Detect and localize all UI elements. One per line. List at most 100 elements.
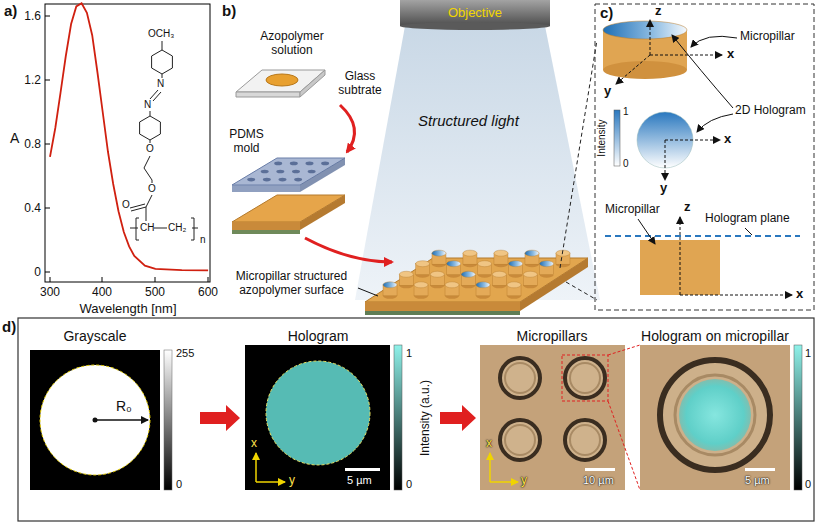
fabrication-illustration-part-part (292, 170, 300, 174)
workflow-images-part (608, 345, 640, 355)
figure-label: 2D Hologram (735, 104, 806, 118)
absorbance-plot-part (50, 3, 208, 270)
absorbance-plot-part (155, 277, 156, 282)
chemical-structure-part (154, 228, 167, 229)
fabrication-illustration-part-part (294, 178, 302, 182)
chemical-structure-part (140, 116, 161, 140)
figure-label: x (486, 437, 492, 451)
fabrication-illustration-part-part (461, 271, 475, 277)
fabrication-illustration-part (365, 311, 520, 315)
workflow-images-part (640, 345, 790, 490)
fabrication-illustration-part (236, 70, 325, 92)
figure-label: x (251, 437, 257, 451)
absorbance-plot-part (102, 277, 103, 282)
figure-label: 0 (34, 266, 41, 280)
workflow-images-part-part (500, 420, 540, 460)
figure-label: y (660, 181, 667, 196)
figure-label: Intensity (a.u.) (419, 380, 433, 456)
figure-label: O (146, 143, 154, 155)
chemical-structure-part (150, 90, 158, 99)
absorbance-plot-part (45, 272, 50, 273)
figure-label: CH (140, 222, 154, 234)
chemical-structure-part (144, 156, 150, 168)
fabrication-illustration-part-part (478, 261, 492, 267)
workflow-images-part (245, 345, 390, 490)
figure-label: y (604, 84, 611, 99)
chemical-structure-part (136, 218, 139, 219)
fabrication-illustration-part (358, 288, 378, 296)
fabrication-illustration-part (300, 70, 325, 97)
figure-label: 0.8 (24, 138, 41, 152)
figure-label: n (200, 234, 206, 246)
workflow-images-part (660, 360, 770, 470)
figure-label: Hologram plane (705, 212, 790, 226)
chemical-structure-part (136, 218, 137, 240)
fabrication-illustration-part-part (430, 271, 444, 277)
figure-label: 5 µm (745, 474, 770, 487)
figure-label: 0 (176, 478, 182, 491)
fabrication-illustration-part-part (540, 261, 554, 267)
figure-label: b) (222, 2, 236, 19)
fabrication-illustration-part (232, 222, 300, 230)
figure-label: 10 µm (583, 474, 614, 487)
absorbance-plot-part (45, 4, 210, 282)
workflow-images-part (40, 365, 150, 475)
fabrication-illustration-part-part (525, 250, 539, 256)
fabrication-illustration-part (383, 250, 570, 299)
fabrication-illustration-part-part (414, 282, 428, 288)
workflow-images-part-part (570, 363, 600, 393)
fabrication-illustration-part-part (247, 178, 255, 182)
hologram-schematic-part (595, 4, 814, 310)
figure-label: Structured light (418, 112, 519, 129)
absorbance-plot-part (208, 277, 209, 282)
hologram-schematic (595, 4, 814, 310)
fabrication-illustration-part-part (463, 250, 477, 256)
chemical-structure (130, 41, 198, 240)
fabrication-illustration-part (236, 92, 300, 97)
figure-label: 0 (805, 478, 811, 491)
hologram-schematic-part (605, 235, 800, 237)
fabrication-illustration-part (300, 195, 345, 230)
figure-label: Micropillar structured azopolymer surfac… (224, 270, 359, 298)
figure-label: x (796, 287, 803, 302)
workflow-images-part (93, 418, 98, 423)
fabrication-illustration-part-part (290, 162, 298, 166)
workflow-images-part (266, 361, 370, 465)
absorbance-plot-part (45, 208, 50, 209)
chemical-structure-part (150, 140, 151, 143)
fabrication-illustration-part (232, 230, 300, 234)
chemical-structure-part (130, 204, 145, 208)
workflow-images-part-part (505, 363, 535, 393)
figure-label: Grayscale (63, 328, 126, 344)
hologram-schematic-part (603, 21, 687, 39)
figure-label: d) (2, 318, 16, 335)
fabrication-illustration-part-part (507, 282, 521, 288)
figure-label: Hologram on micropillar (641, 328, 789, 344)
figure-label: Glass subtrate (330, 70, 390, 98)
workflow-images-part (489, 453, 491, 482)
workflow-images-part (164, 350, 172, 490)
figure-label: y (521, 474, 527, 488)
figure-label: 1 (623, 106, 629, 118)
figure-label: Micropillar (605, 203, 660, 217)
workflow-images-part (745, 468, 775, 471)
hologram-schematic-part (616, 55, 650, 84)
fabrication-illustration-part-part (308, 170, 316, 174)
fabrication-illustration-part (520, 258, 588, 311)
workflow-images-part (18, 318, 814, 521)
fabrication-illustration-part-part (383, 282, 397, 288)
fabrication-illustration-part-part (276, 170, 284, 174)
figure-label: Objective (448, 6, 502, 21)
workflow-images-part (345, 468, 380, 471)
workflow-images-part (255, 453, 257, 482)
figure-label: Micropillar (740, 30, 795, 44)
hologram-schematic-part (665, 140, 666, 180)
chemical-structure-part (152, 50, 173, 74)
figure-label: 0 (406, 478, 412, 491)
fabrication-illustration-part-part (261, 170, 269, 174)
absorbance-plot-part (45, 144, 50, 145)
figure-label: c) (600, 4, 613, 21)
workflow-images-part (675, 375, 755, 455)
figure-label: x (724, 132, 731, 147)
